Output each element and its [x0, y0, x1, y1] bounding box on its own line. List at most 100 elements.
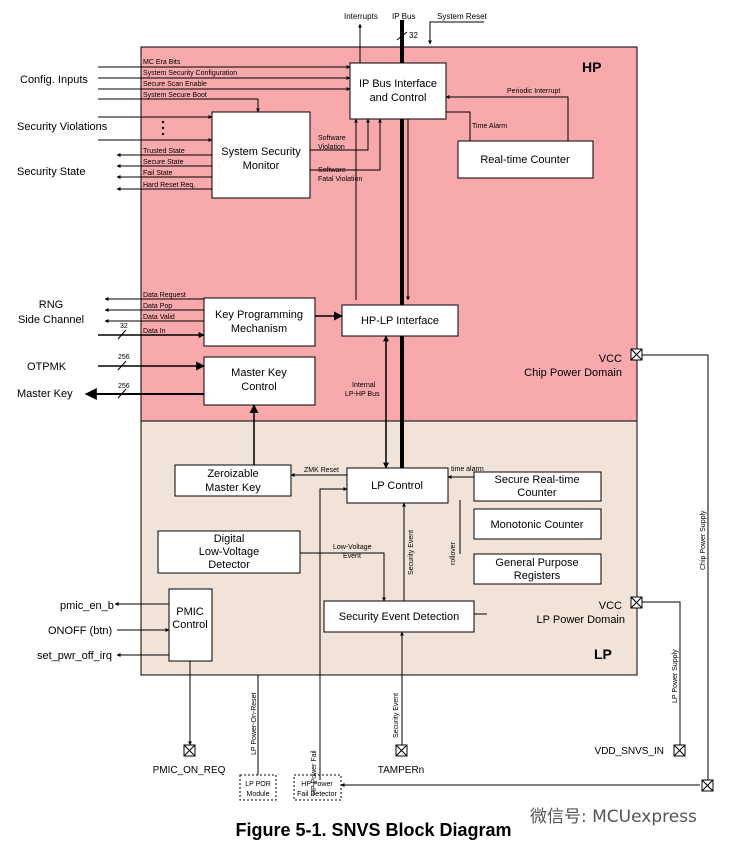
- data-pop-label: Data Pop: [143, 303, 172, 310]
- lp-por-module-block: LP POR Module: [239, 774, 277, 801]
- system-reset-line: [428, 21, 484, 45]
- rng-label: RNG: [39, 299, 63, 311]
- svg-text:Control: Control: [172, 619, 207, 631]
- chip-vcc-pin-icon: [630, 348, 643, 361]
- svg-text:IP Bus Interface: IP Bus Interface: [359, 78, 437, 90]
- pin-icons: [183, 348, 714, 792]
- svg-text:Mechanism: Mechanism: [231, 323, 287, 335]
- svg-text:Registers: Registers: [514, 570, 561, 582]
- figure-caption: Figure 5-1. SNVS Block Diagram: [235, 820, 512, 840]
- real-time-counter-block: Real-time Counter: [457, 140, 594, 179]
- zeroizable-master-key-block: Zeroizable Master Key: [174, 464, 292, 497]
- svg-text:LP Control: LP Control: [371, 480, 423, 492]
- vdd-snvs-pin-icon: [673, 744, 686, 757]
- svg-text:Security Event Detection: Security Event Detection: [339, 611, 459, 623]
- hard-reset-label: Hard Reset Req.: [143, 182, 195, 189]
- system-security-monitor-block: System Security Monitor: [211, 111, 311, 199]
- svg-text:Module: Module: [247, 791, 270, 798]
- tamper-pin-icon: [395, 744, 408, 757]
- config-inputs-label: Config. Inputs: [20, 74, 88, 86]
- security-event-detection-block: Security Event Detection: [323, 600, 475, 633]
- lp-power-supply-label: LP Power Supply: [672, 649, 679, 703]
- secure-boot-label: System Secure Boot: [143, 92, 207, 99]
- svg-text:Master Key: Master Key: [231, 367, 287, 379]
- ip-bus-label: IP Bus: [392, 12, 415, 21]
- side-channel-label: Side Channel: [18, 314, 84, 326]
- chip-vcc-label: VCC: [599, 353, 622, 365]
- master-key-label: Master Key: [17, 388, 73, 400]
- sw-fatal-label-2: Fatal Violation: [318, 176, 362, 183]
- svg-text:Low-Voltage: Low-Voltage: [199, 546, 260, 558]
- trusted-state-label: Trusted State: [143, 148, 185, 155]
- set-pwr-off-irq-label: set_pwr_off_irq: [37, 650, 112, 662]
- key-programming-block: Key Programming Mechanism: [203, 297, 316, 347]
- svg-text:and Control: and Control: [370, 92, 427, 104]
- otpmk-label: OTPMK: [27, 361, 67, 373]
- svg-text:PMIC: PMIC: [176, 606, 204, 618]
- lp-vcc-pin-icon: [630, 596, 643, 609]
- ip-bus-interface-block: IP Bus Interface and Control: [349, 62, 447, 120]
- pmic-en-b-label: pmic_en_b: [60, 600, 114, 612]
- zmk-reset-label: ZMK Reset: [304, 467, 339, 474]
- svg-text:Monitor: Monitor: [243, 160, 280, 172]
- sw-violation-label-2: Violation: [318, 144, 345, 151]
- svg-text:Secure Real-time: Secure Real-time: [495, 474, 580, 486]
- master-key-control-block: Master Key Control: [203, 356, 316, 406]
- onoff-label: ONOFF (btn): [48, 625, 112, 637]
- bus-width-label: 32: [409, 31, 418, 40]
- data-request-label: Data Request: [143, 292, 186, 299]
- svg-text:Digital: Digital: [214, 533, 245, 545]
- data-in-label: Data In: [143, 328, 166, 335]
- pmic-on-req-label: PMIC_ON_REQ: [153, 765, 226, 776]
- svg-text:Detector: Detector: [208, 559, 250, 571]
- lv-event-label-2: Event: [343, 553, 361, 560]
- fail-state-label: Fail State: [143, 170, 173, 177]
- svg-text:HP-LP Interface: HP-LP Interface: [361, 315, 439, 327]
- lp-por-vertical-label: LP Power-On-Reset: [251, 692, 258, 755]
- data-valid-label: Data Valid: [143, 314, 175, 321]
- time-alarm-lp-label: time alarm: [451, 466, 484, 473]
- general-purpose-registers-block: General Purpose Registers: [473, 553, 602, 585]
- rollover-label: rollover: [450, 541, 457, 565]
- rng-lines: [84, 297, 343, 400]
- svg-text:Fail Detector: Fail Detector: [297, 791, 337, 798]
- lv-event-label-1: Low-Voltage: [333, 544, 372, 551]
- svg-text:Counter: Counter: [517, 487, 556, 499]
- security-event-bottom-label: Security Event: [393, 693, 400, 738]
- svg-text:Monotonic Counter: Monotonic Counter: [491, 519, 584, 531]
- sw-fatal-label-1: Software: [318, 167, 346, 174]
- hp-lp-interface-block: HP-LP Interface: [341, 304, 459, 337]
- security-event-vertical-label: Security Event: [408, 530, 415, 575]
- svg-text:System Security: System Security: [221, 146, 301, 158]
- width-256a-label: 256: [118, 354, 130, 361]
- svg-text:General Purpose: General Purpose: [495, 557, 578, 569]
- vdd-snvs-label: VDD_SNVS_IN: [595, 746, 664, 757]
- watermark: 微信号: MCUexpress: [530, 807, 697, 827]
- svg-text:Control: Control: [241, 381, 276, 393]
- chip-power-domain-label: Chip Power Domain: [524, 367, 622, 379]
- lp-power-domain-label: LP Power Domain: [537, 614, 625, 626]
- svg-text:Real-time Counter: Real-time Counter: [480, 154, 570, 166]
- internal-bus-label-2: LP-HP Bus: [345, 391, 380, 398]
- security-state-label: Security State: [17, 166, 85, 178]
- time-alarm-label: Time Alarm: [472, 123, 507, 130]
- bus-slash: [396, 31, 408, 41]
- lp-vcc-label: VCC: [599, 600, 622, 612]
- lp-lines: [114, 354, 709, 787]
- width-32-label: 32: [120, 323, 128, 330]
- config-signal-lines: [98, 65, 351, 191]
- violation-dots: [161, 120, 165, 136]
- monotonic-counter-block: Monotonic Counter: [473, 508, 602, 540]
- lp-control-block: LP Control: [346, 467, 449, 504]
- ssm-ipif-lines: [310, 118, 410, 301]
- width-256b-label: 256: [118, 383, 130, 390]
- hp-label: HP: [582, 59, 601, 75]
- chip-supply-pin-icon: [701, 779, 714, 792]
- svg-text:Master Key: Master Key: [205, 482, 261, 494]
- sys-sec-cfg-label: System Security Configuration: [143, 70, 237, 77]
- secure-state-label: Secure State: [143, 159, 184, 166]
- hp-power-fail-vertical-label: HP Power Fail: [311, 750, 318, 795]
- svg-text:LP POR: LP POR: [245, 781, 271, 788]
- system-reset-label: System Reset: [437, 12, 488, 21]
